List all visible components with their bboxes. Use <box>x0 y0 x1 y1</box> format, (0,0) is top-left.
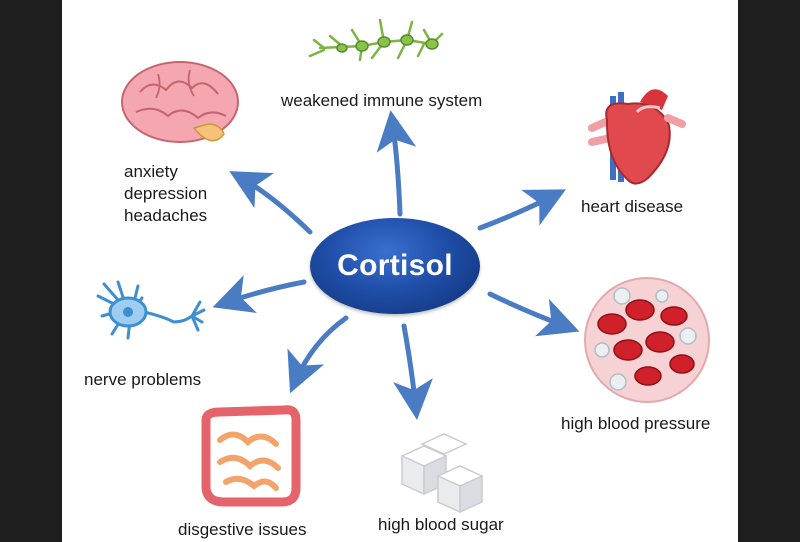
arrow-to-sugar <box>393 323 433 420</box>
arrow-to-heart <box>477 189 566 231</box>
cortisol-hub: Cortisol <box>310 218 480 314</box>
label-anxiety: anxiety <box>124 162 178 181</box>
intestine-icon <box>201 405 301 507</box>
arrow-to-nerve <box>212 275 307 313</box>
label-disgestive-issues: disgestive issues <box>178 520 307 539</box>
label-headaches: headaches <box>124 206 208 225</box>
arrow-to-brain <box>229 171 313 235</box>
arrow-to-immune <box>376 110 417 217</box>
brain-icon <box>121 61 239 143</box>
label-high-blood-pressure: high blood pressure <box>561 414 711 433</box>
diagram-canvas: Cortisol weakened immune system anxiety … <box>62 0 738 542</box>
label-depression: depression <box>124 184 208 203</box>
label-high-blood-sugar: high blood sugar <box>378 515 504 534</box>
arrows <box>212 110 580 420</box>
diagram-artwork <box>96 18 710 514</box>
arrow-to-digest <box>287 315 349 394</box>
blood-cells-icon <box>584 277 710 403</box>
label-nerve-problems: nerve problems <box>84 370 202 389</box>
label-weakened-immune-system: weakened immune system <box>281 91 483 110</box>
arrow-to-blood <box>487 291 580 337</box>
sugar-cubes-icon <box>400 433 484 514</box>
neuron-cells-icon <box>308 18 444 62</box>
nerve-cell-icon <box>96 280 206 340</box>
center-label: Cortisol <box>337 249 453 282</box>
heart-icon <box>588 89 686 185</box>
label-heart-disease: heart disease <box>581 197 684 216</box>
